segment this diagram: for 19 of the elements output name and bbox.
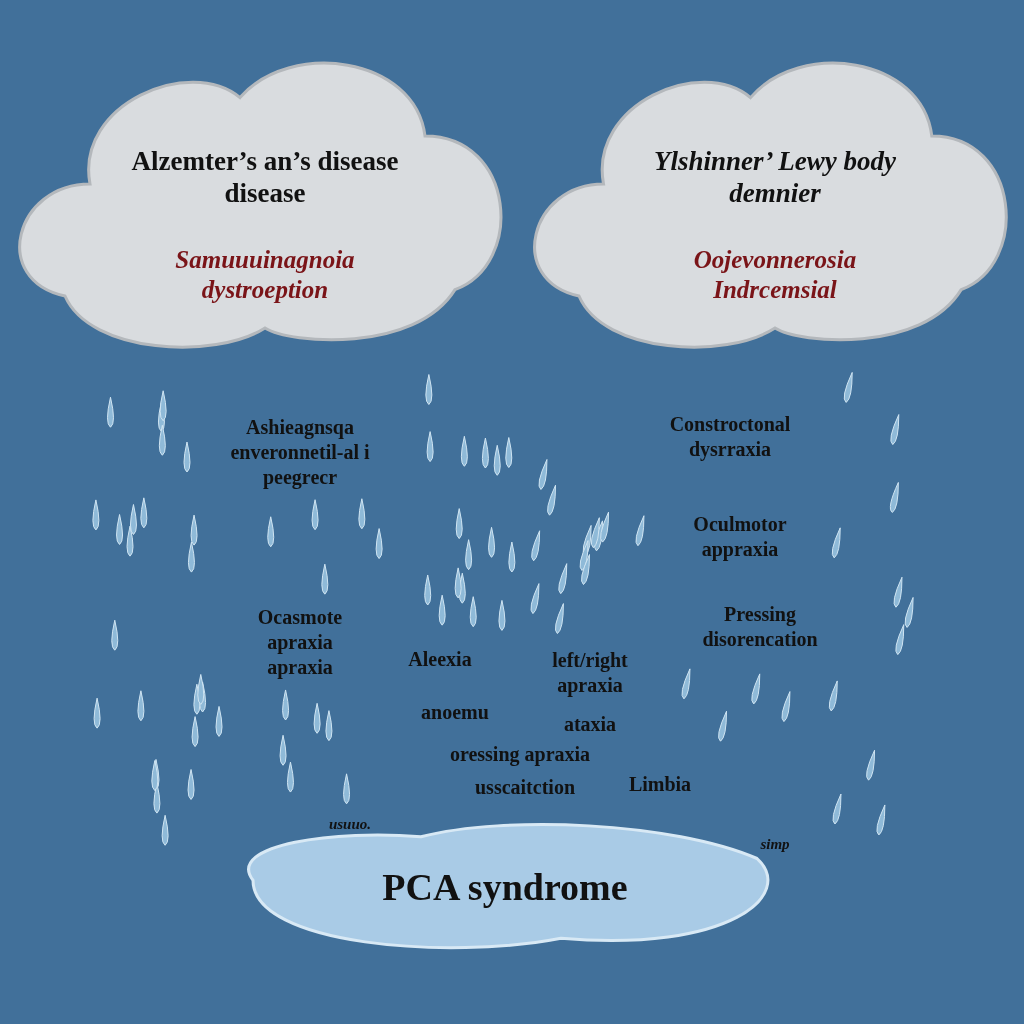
node-title: Ylshinner’ Lewy body demnier	[653, 145, 897, 210]
symptom-label: usuuo.	[327, 815, 373, 834]
symptom-label: Pressing disorencation	[701, 602, 819, 652]
symptom-label: ataxia	[562, 712, 618, 737]
symptom-label: anoemu	[420, 700, 490, 725]
symptom-label: left/right apraxia	[551, 648, 629, 698]
symptom-label: Ashieagnsqa enveronnetil-al i peegrecr	[229, 415, 371, 490]
node-subtitle: Oojevonnerosia Indrcemsial	[692, 245, 858, 305]
symptom-label: usscaitction	[474, 775, 576, 800]
symptom-label: simp	[759, 835, 791, 854]
node-title: Alzemter’s an’s disease disease	[130, 145, 400, 210]
symptom-label: Constroctonal dysrraxia	[668, 412, 792, 462]
symptom-label: oressing apraxia	[448, 742, 592, 767]
symptom-label: Limbia	[627, 772, 693, 797]
node-title: PCA syndrome	[381, 865, 629, 910]
symptom-label: Ocasmote apraxia apraxia	[256, 605, 344, 680]
symptom-label: Aleexia	[407, 647, 473, 672]
node-subtitle: Samuuuinagnoia dystroeption	[174, 245, 356, 305]
symptom-label: Oculmotor appraxia	[692, 512, 788, 562]
